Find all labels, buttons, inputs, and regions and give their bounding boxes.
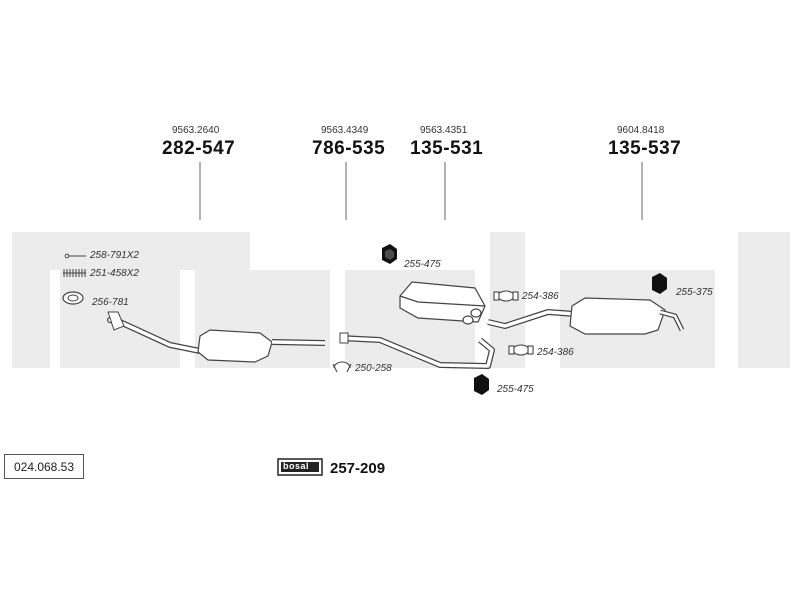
bosal-logo bbox=[277, 458, 323, 476]
part-number-4: 135-537 bbox=[608, 138, 682, 159]
spring-icon bbox=[63, 269, 86, 277]
part-number-1: 282-547 bbox=[162, 138, 236, 159]
rear-muffler-part bbox=[487, 297, 685, 335]
bosal-logo-label: bosal bbox=[277, 458, 323, 476]
clamp-top-label: 254-386 bbox=[522, 291, 559, 302]
clamp-icon bbox=[493, 290, 519, 302]
part-ref-4: 9604.8418 bbox=[617, 125, 665, 136]
part-ref-3: 9563.4351 bbox=[420, 125, 468, 136]
set-number: 257-209 bbox=[330, 460, 386, 477]
part-ref-1: 9563.2640 bbox=[172, 125, 220, 136]
clamp-icon bbox=[508, 344, 534, 356]
front-pipe-part bbox=[107, 311, 326, 363]
bolt-icon bbox=[64, 253, 86, 259]
watermark-block bbox=[12, 232, 50, 368]
clamp-icon bbox=[332, 361, 352, 373]
middle-pipe-part bbox=[339, 332, 495, 369]
gasket-icon bbox=[62, 291, 84, 305]
nut-icon bbox=[474, 374, 489, 395]
nut-top-label: 255-475 bbox=[404, 259, 441, 270]
watermark-block bbox=[50, 232, 250, 270]
diagram-code: 024.068.53 bbox=[4, 454, 84, 479]
nut-bottom-label: 255-475 bbox=[497, 384, 534, 395]
part-number-3: 135-531 bbox=[410, 138, 484, 159]
clamp-left-label: 250-258 bbox=[355, 363, 392, 374]
bolt-label: 258-791X2 bbox=[90, 250, 139, 261]
center-muffler-part bbox=[399, 281, 486, 325]
part-ref-2: 9563.4349 bbox=[321, 125, 369, 136]
leader-lines bbox=[199, 162, 643, 220]
gasket-label: 256-781 bbox=[92, 297, 129, 308]
part-number-2: 786-535 bbox=[312, 138, 386, 159]
watermark-block bbox=[738, 232, 790, 368]
nut-icon bbox=[382, 244, 397, 264]
nut-right-label: 255-375 bbox=[676, 287, 713, 298]
clamp-bottom-label: 254-386 bbox=[537, 347, 574, 358]
logo-text: bosal bbox=[283, 461, 310, 471]
spring-label: 251-458X2 bbox=[90, 268, 139, 279]
nut-icon bbox=[652, 273, 667, 294]
